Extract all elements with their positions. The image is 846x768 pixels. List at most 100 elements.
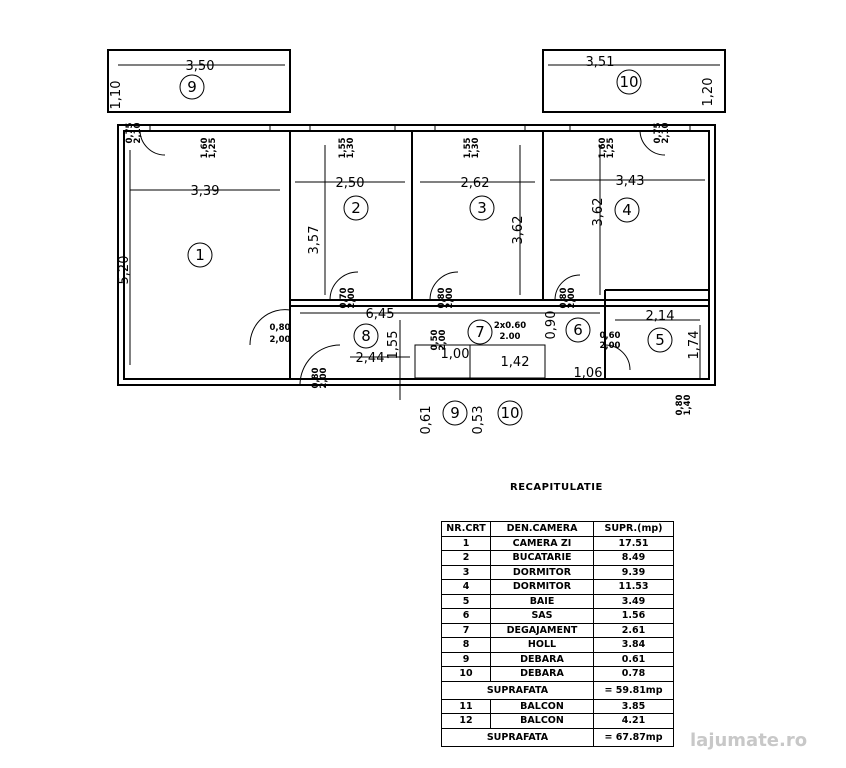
- room-number: 4: [622, 201, 632, 219]
- dimension-label: 1,25: [208, 137, 218, 158]
- dimension-label: 0,60: [600, 331, 621, 341]
- total-value: = 67.87mp: [593, 727, 674, 747]
- cell-area: 2.61: [593, 622, 674, 638]
- dimension-label: 2,00: [438, 329, 448, 350]
- header-nr: NR.CRT: [441, 521, 491, 537]
- cell-area: 11.53: [593, 579, 674, 595]
- room-number: 9: [187, 78, 197, 96]
- dimension-label: 1,00: [441, 347, 470, 362]
- dimension-label: 1,55: [463, 137, 473, 158]
- cell-area: 3.84: [593, 637, 674, 653]
- subtotal-value: = 59.81mp: [593, 680, 674, 700]
- door-swings: [139, 129, 666, 386]
- dimension-label: 5,20: [117, 256, 132, 285]
- dimension-label: 1,60: [598, 137, 608, 158]
- room-number-circle: [467, 319, 493, 345]
- dimension-label: 2,00: [270, 335, 291, 345]
- room-number: 10: [619, 73, 638, 91]
- dimension-label: 2,00: [600, 341, 621, 351]
- dimension-label: 1,60: [200, 137, 210, 158]
- subtotal-row: SUPRAFATA = 59.81mp: [441, 680, 674, 700]
- cell-area: 1.56: [593, 608, 674, 624]
- cell-nr: 5: [441, 593, 491, 609]
- subtotal-label: SUPRAFATA: [441, 680, 594, 700]
- cell-room: BAIE: [490, 593, 594, 609]
- cell-area: 4.21: [593, 713, 674, 729]
- balcony-10-outline: [542, 49, 726, 113]
- dimension-label: 0,75: [653, 122, 663, 143]
- dimension-label: 3,62: [591, 198, 606, 227]
- cell-nr: 9: [441, 651, 491, 667]
- dimension-label: 0,80: [270, 323, 291, 333]
- dimension-label: 1,30: [471, 137, 481, 158]
- cell-nr: 6: [441, 608, 491, 624]
- dimension-label: 3,50: [186, 59, 215, 74]
- dimension-label: 0,50: [430, 329, 440, 350]
- dimension-label: 2,00: [319, 367, 329, 388]
- cell-nr: 2: [441, 550, 491, 566]
- dimension-label: 0,80: [311, 367, 321, 388]
- room-number: 2: [351, 199, 361, 217]
- room-number-circle: [187, 242, 213, 268]
- cell-nr: 10: [441, 666, 491, 682]
- room-number: 9: [450, 404, 460, 422]
- dimension-label: 2,00: [567, 287, 577, 308]
- room-number-circle: [565, 317, 591, 343]
- dimension-label: 1,74: [687, 331, 702, 360]
- dimension-label: 0,53: [471, 406, 486, 435]
- windows: [149, 125, 691, 131]
- dimension-label: 2.00: [500, 332, 521, 342]
- dimension-label: 1,25: [606, 137, 616, 158]
- dimension-label: 2,50: [336, 176, 365, 191]
- room-number: 7: [475, 323, 485, 341]
- dimension-label: 3,43: [616, 174, 645, 189]
- dimension-lines: [118, 64, 720, 400]
- dimension-label: 1,20: [701, 78, 716, 107]
- room-number-circle: [353, 323, 379, 349]
- dimension-label: 2x0.60: [494, 321, 526, 331]
- dimension-label: 2,14: [646, 309, 675, 324]
- room-number-circle: [343, 195, 369, 221]
- dimension-label: 1,55: [386, 331, 401, 360]
- dimension-label: 1,40: [683, 394, 693, 415]
- room-number-circle: [179, 74, 205, 100]
- cell-room: DEGAJAMENT: [490, 622, 594, 638]
- room-number-circle: [616, 69, 642, 95]
- dimension-label: 1,30: [346, 137, 356, 158]
- room-number: 10: [500, 404, 519, 422]
- dimension-label: 0,90: [544, 311, 559, 340]
- dimension-label: 3,57: [307, 226, 322, 255]
- cell-area: 3.49: [593, 593, 674, 609]
- table-header-row: NR.CRT DEN.CAMERA SUPR.(mp): [441, 521, 674, 537]
- dimension-label: 2,00: [347, 287, 357, 308]
- dimension-label: 0,80: [437, 287, 447, 308]
- cell-area: 0.78: [593, 666, 674, 682]
- dimension-label: 0,70: [339, 287, 349, 308]
- watermark: lajumate.ro: [690, 730, 808, 751]
- cell-room: DORMITOR: [490, 579, 594, 595]
- apartment-inner-outline: [123, 130, 710, 380]
- room-number: 1: [195, 246, 205, 264]
- room-number-circle: [647, 327, 673, 353]
- cell-room: DEBARA: [490, 651, 594, 667]
- cell-room: BALCON: [490, 698, 594, 714]
- dimension-label: 1,42: [501, 355, 530, 370]
- dimension-label: 2,00: [445, 287, 455, 308]
- total-row: SUPRAFATA = 67.87mp: [441, 727, 674, 747]
- room-number: 3: [477, 199, 487, 217]
- cell-area: 3.85: [593, 698, 674, 714]
- room-number-circle: [497, 400, 523, 426]
- cell-nr: 3: [441, 564, 491, 580]
- cell-nr: 11: [441, 698, 491, 714]
- dimension-label: 0,75: [125, 122, 135, 143]
- header-area: SUPR.(mp): [593, 521, 674, 537]
